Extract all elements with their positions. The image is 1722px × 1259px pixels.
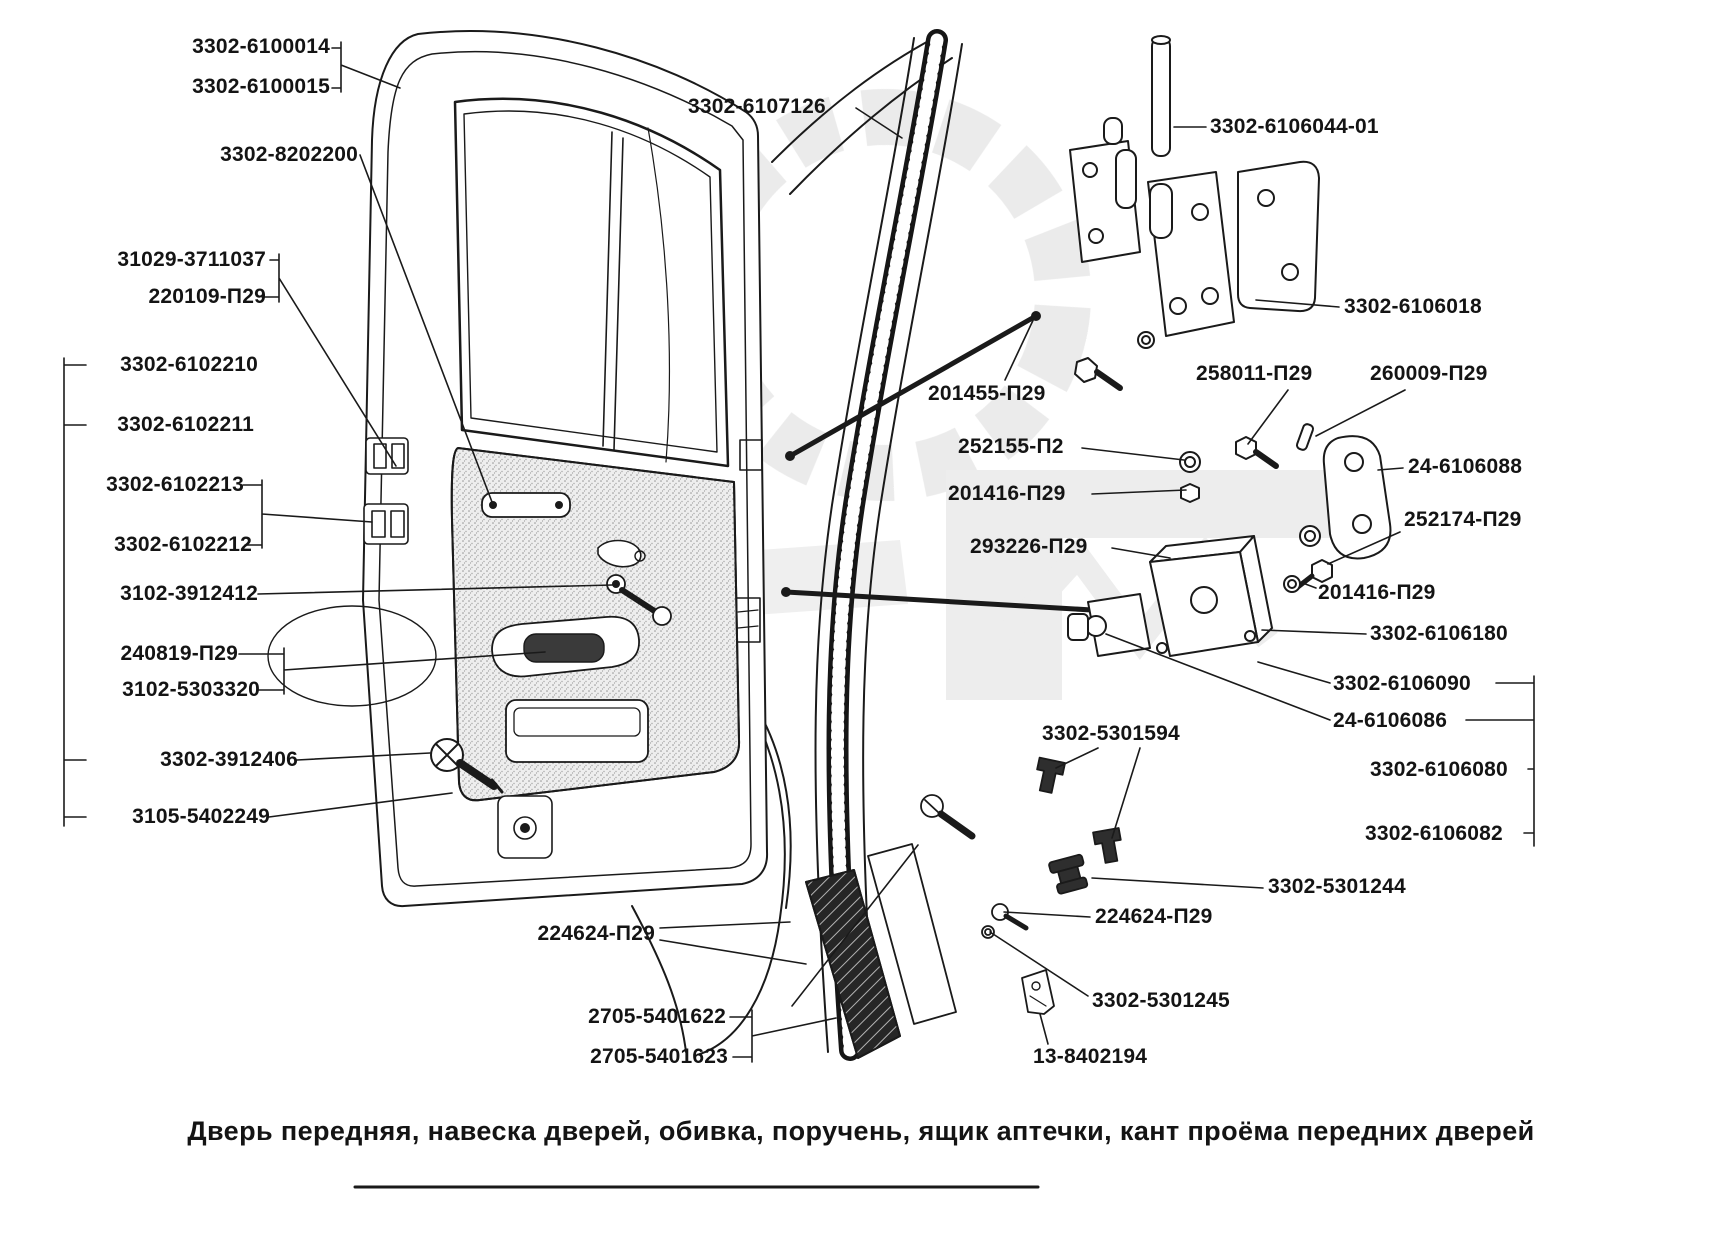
part-label-3302-6102213: 3302-6102213	[106, 473, 244, 496]
part-label-252155-p2: 252155-П2	[958, 435, 1064, 458]
clip-and-screw-parts	[920, 756, 1122, 939]
part-label-3302-6102212: 3302-6102212	[114, 533, 252, 556]
part-label-224624-p29-a: 224624-П29	[1095, 905, 1213, 928]
part-label-224624-p29-b: 224624-П29	[537, 922, 655, 945]
part-label-3302-6106044-01: 3302-6106044-01	[1210, 115, 1379, 138]
part-label-13-8402194: 13-8402194	[1033, 1045, 1148, 1068]
part-label-24-6106088: 24-6106088	[1408, 455, 1523, 478]
part-label-220109-p29: 220109-П29	[148, 285, 266, 308]
part-label-24-6106086: 24-6106086	[1333, 709, 1448, 732]
leader-lines	[63, 41, 1535, 1189]
part-label-3302-5301594: 3302-5301594	[1042, 722, 1180, 745]
part-label-3302-6106090: 3302-6106090	[1333, 672, 1471, 695]
detail-balloon	[267, 605, 437, 707]
part-label-3302-6106018: 3302-6106018	[1344, 295, 1482, 318]
part-label-3302-6106082: 3302-6106082	[1365, 822, 1503, 845]
door-aperture-weatherstrip	[826, 29, 948, 1061]
part-label-3105-5402249: 3105-5402249	[132, 805, 270, 828]
part-label-3302-8202200: 3302-8202200	[220, 143, 358, 166]
hinge-parts	[1069, 35, 1320, 337]
door-check-parts	[781, 311, 1392, 657]
part-label-3302-6100014: 3302-6100014	[192, 35, 330, 58]
part-label-258011-p29: 258011-П29	[1196, 362, 1313, 385]
part-label-260009-p29: 260009-П29	[1370, 362, 1488, 385]
part-label-2705-5401622: 2705-5401622	[588, 1005, 726, 1028]
part-label-201416-p29-a: 201416-П29	[948, 482, 1066, 505]
door-hinges-on-panel	[363, 437, 409, 545]
page-caption: Дверь передняя, навеска дверей, обивка, …	[187, 1116, 1535, 1146]
part-label-3302-5301244: 3302-5301244	[1268, 875, 1406, 898]
part-label-3302-6106180: 3302-6106180	[1370, 622, 1508, 645]
part-label-3302-5301245: 3302-5301245	[1092, 989, 1230, 1012]
part-label-3302-6100015: 3302-6100015	[192, 75, 330, 98]
part-label-31029-3711037: 31029-3711037	[117, 248, 266, 271]
part-label-201455-p29: 201455-П29	[928, 382, 1046, 405]
part-label-240819-p29: 240819-П29	[120, 642, 238, 665]
part-label-3302-6102210: 3302-6102210	[120, 353, 258, 376]
door-trim-panel	[430, 447, 741, 859]
part-label-3102-5303320: 3102-5303320	[122, 678, 260, 701]
part-label-3302-6107126: 3302-6107126	[688, 95, 826, 118]
part-label-3102-3912412: 3102-3912412	[120, 582, 258, 605]
part-label-2705-5401623: 2705-5401623	[590, 1045, 728, 1068]
part-label-3302-6106080: 3302-6106080	[1370, 758, 1508, 781]
part-label-201416-p29-b: 201416-П29	[1318, 581, 1436, 604]
part-label-3302-6102211: 3302-6102211	[117, 413, 254, 436]
part-label-252174-p29: 252174-П29	[1404, 508, 1522, 531]
part-label-293226-p29: 293226-П29	[970, 535, 1088, 558]
sill-trim-parts	[791, 843, 1055, 1059]
part-label-3302-3912406: 3302-3912406	[160, 748, 298, 771]
